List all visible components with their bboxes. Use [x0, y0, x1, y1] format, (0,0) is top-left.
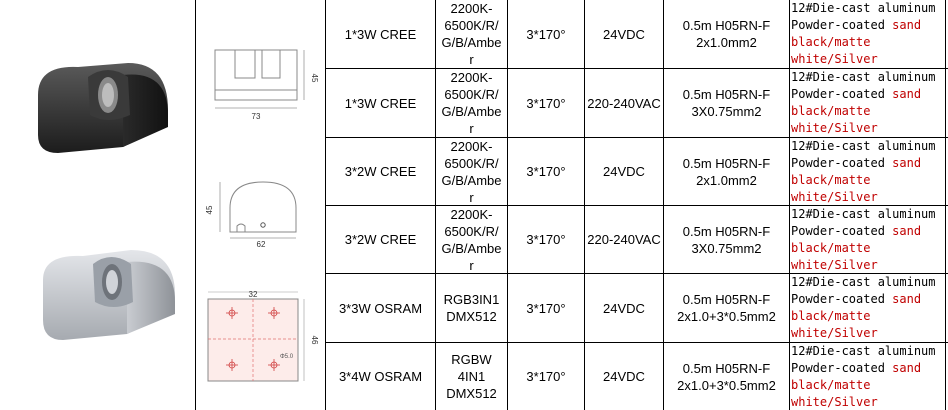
color-cell: 2200K- 6500K/R/ G/B/Ambe r — [441, 138, 502, 205]
voltage-cell: 24VDC — [603, 369, 645, 384]
color-cell: 2200K- 6500K/R/ G/B/Ambe r — [441, 70, 502, 136]
material-line: 12#Die-cast aluminum — [791, 139, 936, 153]
finish-color-line: black/matte — [791, 241, 871, 255]
row-divider — [325, 205, 948, 206]
cable-cell: 0.5m H05RN-F 2x1.0+3*0.5mm2 — [677, 360, 776, 393]
color-cell: RGB3IN1 DMX512 — [443, 292, 500, 324]
material-line: 12#Die-cast aluminum — [791, 70, 936, 84]
finish-text: Powder-coated — [791, 224, 893, 238]
finish-color-line: black/matte — [791, 173, 871, 187]
front-height-label: 45 — [310, 74, 319, 83]
front-width-label: 73 — [252, 112, 261, 121]
finish-line: Powder-coated sand — [791, 17, 945, 34]
finish-line: Powder-coated sand — [791, 291, 945, 308]
power-cell: 1*3W CREE — [344, 95, 417, 111]
finish-color-line: white/Silver — [791, 52, 878, 66]
material-line: 12#Die-cast aluminum — [791, 1, 936, 15]
voltage-cell: 220-240VAC — [587, 232, 661, 247]
beam-angle-cell: 3*170° — [526, 26, 566, 42]
finish-line: Powder-coated sand — [791, 86, 945, 103]
finish-color-line: black/matte — [791, 309, 871, 323]
row-divider — [325, 342, 948, 343]
finish-color-line: black/matte — [791, 378, 871, 392]
cable-cell: 0.5m H05RN-F 3X0.75mm2 — [682, 87, 771, 119]
power-cell: 1*3W CREE — [344, 26, 417, 42]
color-cell: 2200K- 6500K/R/ G/B/Ambe r — [441, 1, 502, 67]
material-line: 12#Die-cast aluminum — [791, 344, 936, 358]
side-height-label: 45 — [205, 205, 214, 214]
mounting-holes — [226, 307, 280, 371]
finish-text: Powder-coated — [791, 87, 893, 101]
back-width-label: 32 — [249, 290, 258, 299]
finish-text: Powder-coated — [791, 292, 893, 306]
power-cell: 3*3W OSRAM — [338, 300, 423, 316]
finish-color-line: white/Silver — [791, 326, 878, 340]
finish-text: Powder-coated — [791, 361, 893, 375]
power-cell: 3*2W CREE — [344, 232, 417, 247]
cable-cell: 0.5m H05RN-F 3X0.75mm2 — [682, 223, 771, 256]
finish-color-line: white/Silver — [791, 121, 878, 135]
beam-angle-cell: 3*170° — [526, 300, 566, 316]
row-divider — [325, 137, 948, 138]
material-line: 12#Die-cast aluminum — [791, 275, 936, 289]
back-view-drawing: 32 Φ5.0 46 — [207, 290, 319, 382]
finish-color-text: sand — [892, 292, 922, 306]
finish-color-line: black/matte — [791, 104, 871, 118]
voltage-cell: 24VDC — [603, 300, 645, 316]
hole-diameter-label: Φ5.0 — [280, 354, 294, 360]
beam-angle-cell: 3*170° — [526, 95, 566, 111]
voltage-cell: 220-240VAC — [587, 95, 661, 111]
finish-color-line: black/matte — [791, 35, 871, 49]
row-divider — [325, 68, 948, 69]
finish-color-text: sand — [892, 87, 922, 101]
finish-color-line: white/Silver — [791, 190, 878, 204]
side-width-label: 62 — [257, 240, 266, 249]
power-cell: 3*4W OSRAM — [338, 369, 423, 384]
finish-color-line: white/Silver — [791, 258, 878, 272]
cable-cell: 0.5m H05RN-F 2x1.0+3*0.5mm2 — [677, 292, 776, 324]
finish-color-text: sand — [892, 18, 922, 32]
finish-line: Powder-coated sand — [791, 223, 945, 240]
finish-color-text: sand — [892, 361, 922, 375]
col-divider — [195, 0, 196, 410]
black-fixture-photo — [38, 63, 168, 153]
color-cell: 2200K- 6500K/R/ G/B/Ambe r — [441, 206, 502, 273]
finish-color-text: sand — [892, 224, 922, 238]
finish-text: Powder-coated — [791, 156, 893, 170]
power-cell: 3*2W CREE — [344, 164, 417, 179]
row-divider — [325, 273, 948, 274]
finish-line: Powder-coated sand — [791, 360, 945, 377]
silver-fixture-photo — [43, 250, 175, 340]
cable-cell: 0.5m H05RN-F 2x1.0mm2 — [682, 155, 771, 188]
voltage-cell: 24VDC — [603, 164, 645, 179]
front-view-drawing: 73 45 — [214, 49, 319, 121]
beam-angle-cell: 3*170° — [526, 232, 566, 247]
finish-color-line: white/Silver — [791, 395, 878, 409]
beam-angle-cell: 3*170° — [526, 369, 566, 384]
finish-text: Powder-coated — [791, 18, 893, 32]
material-line: 12#Die-cast aluminum — [791, 207, 936, 221]
finish-line: Powder-coated sand — [791, 155, 945, 172]
finish-color-text: sand — [892, 156, 922, 170]
back-height-label: 46 — [310, 336, 319, 345]
cable-cell: 0.5m H05RN-F 2x1.0mm2 — [682, 18, 771, 50]
color-cell: RGBW 4IN1 DMX512 — [446, 352, 497, 401]
beam-angle-cell: 3*170° — [526, 164, 566, 179]
voltage-cell: 24VDC — [603, 26, 645, 42]
side-view-drawing: 62 45 — [205, 181, 297, 249]
